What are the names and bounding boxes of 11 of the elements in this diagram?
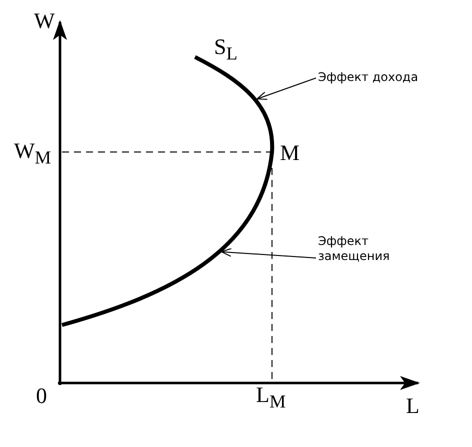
origin-label: 0	[36, 385, 47, 407]
axis-label: L	[406, 395, 420, 417]
value-label: L$_{M}$	[256, 384, 286, 411]
annotation-text: Эффект дохода	[318, 70, 448, 85]
value-label: W$_{M}$	[14, 140, 52, 167]
leader-line	[256, 78, 316, 100]
annotation-text: Эффект замещения	[318, 234, 428, 264]
axis-label: W	[34, 10, 55, 32]
curve-label: S$_{L}$	[214, 36, 238, 63]
point-label: M	[280, 142, 300, 164]
leader-line	[220, 248, 316, 258]
